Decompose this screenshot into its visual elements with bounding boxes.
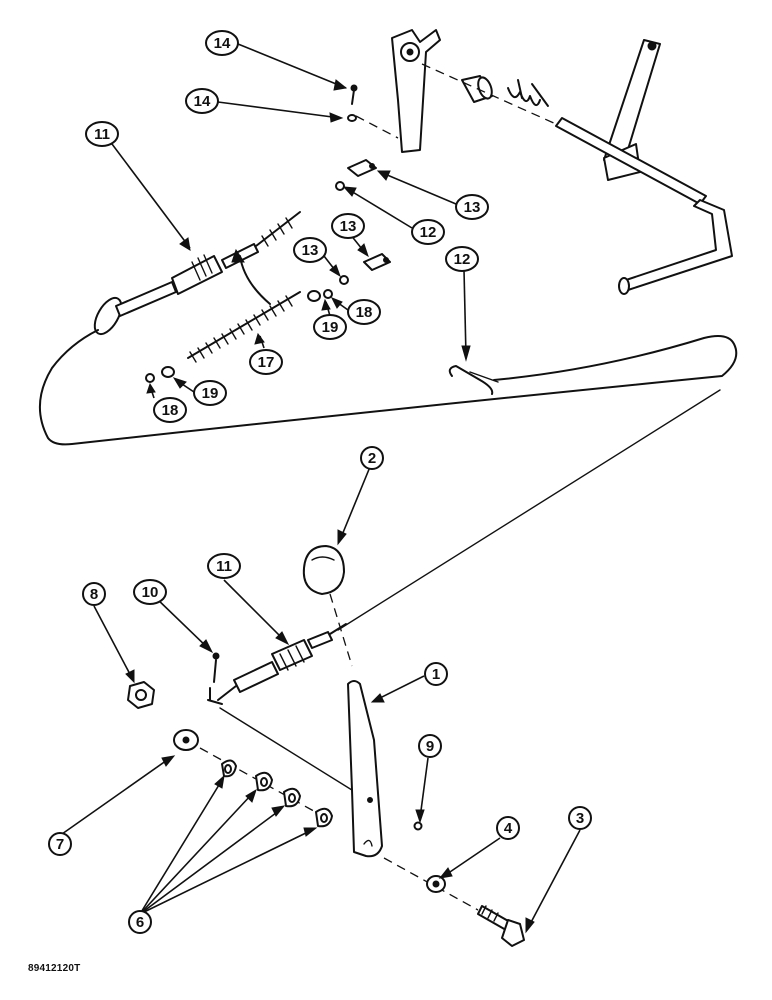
knob-line [329, 593, 353, 667]
svg-text:18: 18 [162, 402, 179, 419]
svg-text:14: 14 [214, 35, 231, 52]
nut-13-upper [335, 181, 345, 191]
spacer-6b [255, 771, 273, 792]
callout-1: 1 [424, 662, 448, 686]
bolt-3 [477, 905, 525, 947]
assembly-line-upper [421, 63, 557, 125]
spacer-6a [221, 759, 237, 778]
callout-4: 4 [496, 816, 520, 840]
cable-connection-line [337, 389, 721, 631]
nut-18-upper [323, 289, 333, 299]
svg-text:2: 2 [368, 450, 376, 467]
callout-13-lower: 13 [293, 237, 327, 263]
svg-text:13: 13 [464, 199, 481, 216]
svg-text:10: 10 [142, 584, 159, 601]
cotter-pin-16 [350, 84, 358, 105]
cotter-pin-10 [212, 652, 220, 683]
nut-13-lower [339, 275, 349, 285]
callout-11-lower: 11 [207, 553, 241, 579]
svg-text:18: 18 [356, 304, 373, 321]
torsion-spring [507, 79, 549, 107]
shift-lever-1 [347, 680, 383, 858]
callout-18-upper: 18 [347, 299, 381, 325]
svg-text:17: 17 [258, 354, 275, 371]
callout-14-upper: 13 [455, 194, 489, 220]
pin-9 [413, 821, 423, 831]
washer-19-lower [161, 366, 175, 378]
svg-text:8: 8 [90, 586, 98, 603]
cable-end-14-upper [347, 159, 377, 177]
callout-11-upper: 11 [85, 121, 119, 147]
svg-text:1: 1 [432, 666, 440, 683]
leader-lines [61, 43, 581, 934]
svg-text:14: 14 [194, 93, 211, 110]
pivot-line [219, 707, 369, 801]
callout-7: 7 [48, 832, 72, 856]
push-pull-cable-upper [93, 211, 301, 336]
spacer-6c [283, 787, 301, 808]
threaded-rod-17 [187, 291, 301, 363]
clip-12 [448, 365, 499, 395]
washer-7 [173, 729, 199, 751]
callout-17: 17 [249, 349, 283, 375]
routing-arrow-head [231, 248, 245, 263]
cable-end-14-lower [363, 253, 391, 271]
svg-text:13: 13 [302, 242, 319, 259]
washer-4 [426, 875, 446, 893]
spacer-line [199, 747, 331, 821]
routing-arrow [239, 255, 271, 305]
svg-text:12: 12 [454, 251, 471, 268]
nut-8 [127, 681, 155, 709]
callout-16: 14 [205, 30, 239, 56]
callout-6: 6 [128, 910, 152, 934]
callout-19-lower: 19 [193, 380, 227, 406]
svg-text:13: 13 [340, 218, 357, 235]
callout-14-lower: 13 [331, 213, 365, 239]
assembly-line-pin [355, 115, 399, 139]
callout-3: 3 [568, 806, 592, 830]
svg-text:11: 11 [216, 558, 232, 575]
cable-loop-outline [38, 329, 738, 446]
svg-text:7: 7 [56, 836, 64, 853]
callout-8: 8 [82, 582, 106, 606]
svg-text:3: 3 [576, 810, 584, 827]
svg-text:11: 11 [94, 126, 110, 143]
callout-12: 12 [445, 246, 479, 272]
callout-13-upper: 12 [411, 219, 445, 245]
callout-15: 14 [185, 88, 219, 114]
washer-15 [347, 114, 357, 122]
svg-text:4: 4 [504, 820, 513, 837]
spacer-6d [315, 807, 333, 828]
svg-text:19: 19 [202, 385, 219, 402]
callout-2: 2 [360, 446, 384, 470]
svg-text:6: 6 [136, 914, 144, 931]
knob-2 [302, 545, 345, 595]
svg-text:12: 12 [420, 224, 437, 241]
callout-10: 10 [133, 579, 167, 605]
figure-reference-code: 89412120T [28, 963, 81, 974]
cross-shaft [555, 117, 733, 295]
svg-text:19: 19 [322, 319, 339, 336]
push-pull-cable-lower [207, 623, 347, 705]
nut-18-lower [145, 373, 155, 383]
upper-bracket [391, 29, 441, 153]
washer-19-upper [307, 290, 321, 302]
callout-18-lower: 18 [153, 397, 187, 423]
svg-text:9: 9 [426, 738, 434, 755]
callout-19-upper: 19 [313, 314, 347, 340]
callout-9: 9 [418, 734, 442, 758]
